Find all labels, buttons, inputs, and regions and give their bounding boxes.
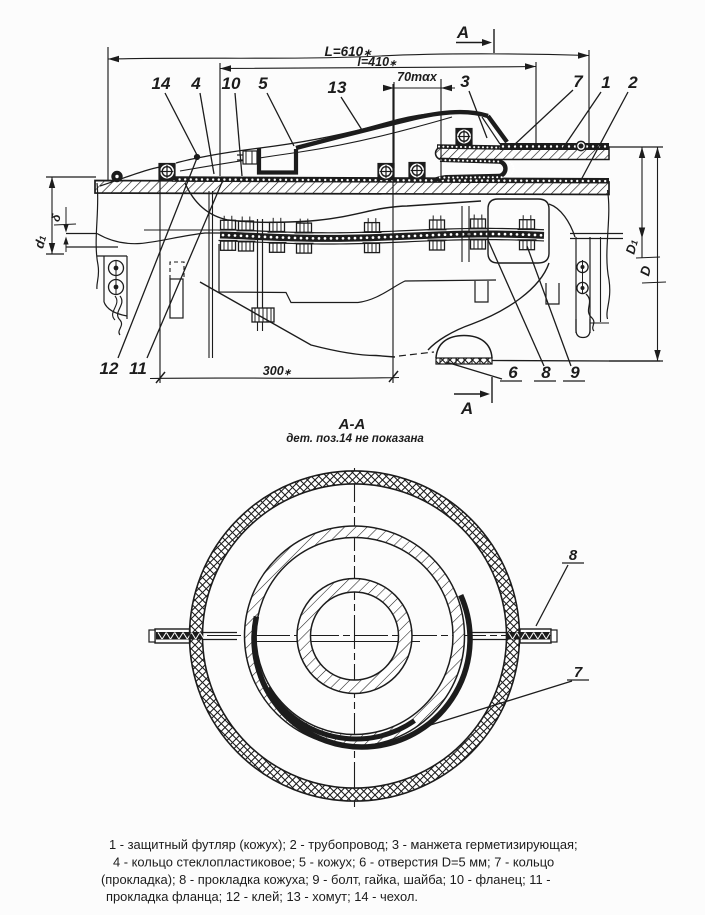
svg-text:10: 10 (222, 74, 241, 93)
svg-text:4 - кольцо стеклопластиковое;: 4 - кольцо стеклопластиковое; 5 - кожух;… (113, 855, 554, 870)
svg-text:А: А (460, 399, 473, 418)
svg-text:(прокладка); 8 - прокладка кож: (прокладка); 8 - прокладка кожуха; 9 - б… (101, 872, 551, 887)
svg-text:11: 11 (129, 359, 147, 378)
svg-text:8: 8 (541, 363, 551, 382)
svg-text:300∗: 300∗ (263, 364, 292, 378)
svg-text:2: 2 (627, 73, 638, 92)
svg-text:1 - защитный футляр (кожух); 2: 1 - защитный футляр (кожух); 2 - трубопр… (109, 837, 578, 852)
svg-text:3: 3 (460, 72, 470, 91)
svg-text:5: 5 (258, 74, 268, 93)
svg-text:13: 13 (328, 78, 347, 97)
svg-text:δ: δ (48, 212, 64, 223)
svg-text:12: 12 (100, 359, 119, 378)
svg-text:дет. поз.14 не показана: дет. поз.14 не показана (286, 433, 424, 445)
svg-text:14: 14 (152, 74, 171, 93)
svg-text:А-А: А-А (338, 416, 366, 433)
svg-text:А: А (456, 23, 469, 42)
svg-text:l=410∗: l=410∗ (357, 55, 397, 69)
svg-text:4: 4 (190, 74, 201, 93)
svg-text:7: 7 (574, 664, 583, 681)
svg-text:8: 8 (569, 547, 578, 564)
svg-text:6: 6 (508, 363, 518, 382)
svg-text:прокладка фланца; 12 - клей;: прокладка фланца; 12 - клей; 13 - хомут;… (106, 889, 418, 904)
svg-text:70mαx: 70mαx (397, 70, 438, 84)
svg-text:D: D (637, 264, 654, 278)
svg-text:L=610∗: L=610∗ (324, 44, 372, 59)
svg-text:7: 7 (573, 72, 584, 91)
svg-text:1: 1 (601, 73, 610, 92)
svg-text:9: 9 (570, 363, 580, 382)
